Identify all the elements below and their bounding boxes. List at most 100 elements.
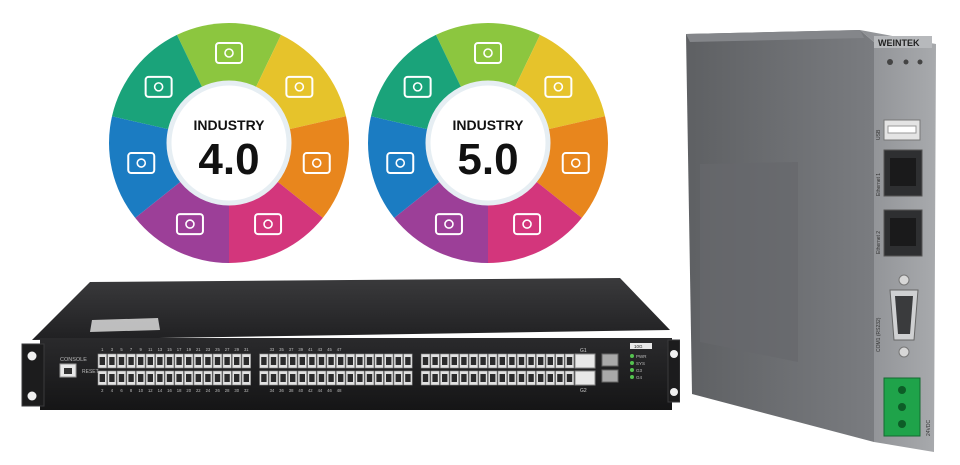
wheel-icons [127,42,331,236]
port-number-label: 6 [120,388,123,393]
port-number-label: 43 [318,347,323,352]
din-rail-gateway: WEINTEK COM1 (RS232) Ethernet 2 Ethernet… [678,22,948,457]
port-number-label: 20 [186,388,191,393]
industry-5-wheel: INDUSTRY 5.0 [363,18,613,268]
uplink-label-g2: G2 [580,388,587,394]
port-number-label: 8 [130,388,133,393]
wheel-center-ring [166,80,292,206]
port-number-label: 4 [111,388,114,393]
port-number-label: 5 [120,347,123,352]
status-label-g4: G4 [636,375,643,380]
wheel-icons [386,42,590,236]
terminal-screw [898,403,906,411]
factory-icon [302,152,331,175]
uplink-port-g1 [574,353,596,369]
network-icon [144,75,173,98]
port-number-label: 40 [298,388,303,393]
laptop-icon [386,152,415,175]
port-number-label: 25 [215,347,220,352]
uplink-port-g2 [574,370,596,386]
port-number-label: 41 [308,347,313,352]
wheel-top-label: INDUSTRY [452,117,524,133]
robot-icon [544,75,573,98]
power-label: 24VDC [926,419,932,436]
gateway-graphic: WEINTEK COM1 (RS232) Ethernet 2 Ethernet… [686,30,936,452]
port-number-label: 26 [215,388,220,393]
wheel-version-label: 4.0 [198,135,259,184]
port-number-label: 48 [337,388,342,393]
db9-serial-socket [895,296,913,334]
port-number-label: 37 [289,347,294,352]
gateway-top-edge [686,30,864,42]
gateway-side-recess [700,162,798,362]
control-cabinet-icon [474,42,502,64]
port-number-label: 36 [279,388,284,393]
console-port-socket [64,368,72,374]
control-cabinet-icon [215,42,243,64]
status-label-g3: G3 [636,368,643,373]
port-number-label: 34 [270,388,275,393]
port-number-label: 23 [206,347,211,352]
laptop-icon [127,152,156,175]
sfp-port [601,369,619,383]
rack-screw-hole [670,350,678,358]
sfp-port [601,353,619,367]
db9-screw [898,274,910,286]
status-led [630,375,634,379]
wheel-top-label: INDUSTRY [193,117,265,133]
port-number-label: 47 [337,347,342,352]
port-number-label: 35 [279,347,284,352]
port-number-label: 31 [244,347,249,352]
network-indicator-icon [887,59,893,65]
db9-screw [898,346,910,358]
wheel-center [428,83,548,203]
port-number-label: 9 [140,347,143,352]
security-cert-icon [513,213,542,236]
rack-screw-hole [670,388,678,396]
label-com1: COM1 (RS232) [876,317,882,352]
port-number-label: 15 [167,347,172,352]
port-number-label: 17 [177,347,182,352]
port-number-label: 22 [196,388,201,393]
port-grid [97,353,575,386]
port-number-label: 29 [234,347,239,352]
industry-wheel-graphic: INDUSTRY 5.0 [368,22,608,263]
terminal-screw [898,420,906,428]
status-led [630,361,634,365]
motor-icon [175,213,204,236]
network-icon [403,75,432,98]
switch-top-sticker [90,318,160,332]
label-ethernet-1: Ethernet 1 [876,173,882,196]
port-number-label: 18 [177,388,182,393]
status-label-sys: SYS [636,361,645,366]
motor-icon [434,213,463,236]
port-number-label: 33 [270,347,275,352]
port-number-label: 38 [289,388,294,393]
status-indicator-icon [903,59,909,65]
port-number-label: 32 [244,388,249,393]
label-ethernet-2: Ethernet 2 [876,231,882,254]
port-number-label: 3 [111,347,114,352]
port-number-label: 16 [167,388,172,393]
ethernet-port-1-socket [890,218,916,246]
console-label: CONSOLE [60,357,87,363]
port-number-label: 10 [138,388,143,393]
port-number-label: 42 [308,388,313,393]
port-number-label: 46 [327,388,332,393]
label-usb: USB [876,129,882,140]
status-led [630,354,634,358]
port-number-label: 19 [186,347,191,352]
port-number-label: 1 [101,347,104,352]
port-number-label: 14 [158,388,163,393]
industry-wheel-graphic: INDUSTRY 4.0 [109,22,349,263]
status-led [630,368,634,372]
rack-screw-hole [27,351,37,361]
port-number-label: 27 [225,347,230,352]
corner-badge-label: 10G [634,344,643,349]
port-number-label: 2 [101,388,104,393]
